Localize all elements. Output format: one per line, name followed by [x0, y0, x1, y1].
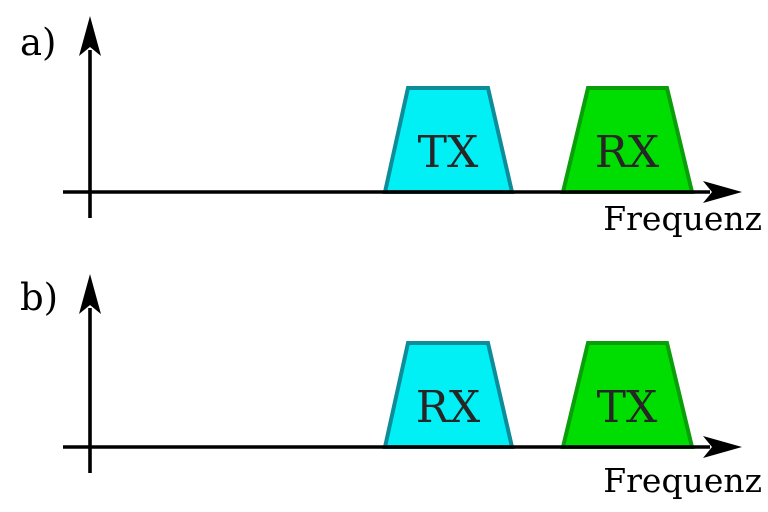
panel-b: b) RX TX Frequenz [20, 274, 762, 500]
panel-a-x-axis-arrowhead [703, 181, 742, 203]
panel-a-y-axis-arrowhead [79, 16, 101, 56]
panel-b-band-rx-label: RX [416, 382, 481, 433]
panel-a: a) TX RX Frequenz [20, 16, 762, 238]
panel-a-band-rx-label: RX [595, 127, 660, 178]
panel-b-label: b) [20, 276, 58, 319]
panel-b-x-axis-label: Frequenz [603, 461, 762, 500]
panel-b-x-axis-arrowhead [703, 436, 742, 458]
panel-a-label: a) [20, 21, 57, 64]
panel-a-x-axis-label: Frequenz [603, 199, 762, 238]
panel-b-band-tx-label: TX [597, 382, 658, 433]
panel-b-y-axis-arrowhead [79, 274, 101, 314]
panel-a-band-tx-label: TX [418, 127, 479, 178]
